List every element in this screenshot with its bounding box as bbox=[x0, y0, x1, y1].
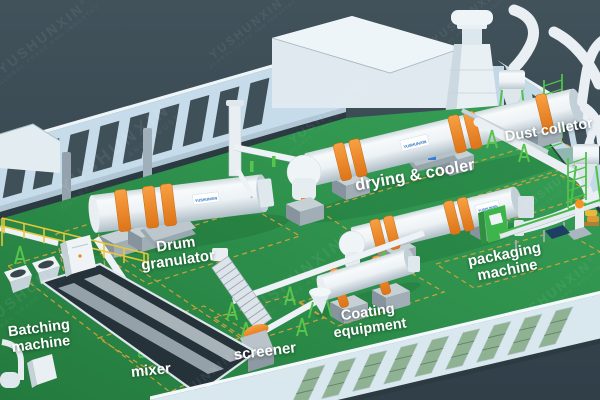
front-wall-window bbox=[537, 306, 574, 349]
ladder-rung bbox=[567, 193, 587, 201]
ladder-rung bbox=[543, 142, 563, 150]
packaging-machine-unit bbox=[478, 199, 600, 250]
screen-mesh-line bbox=[235, 290, 253, 303]
support-leg bbox=[226, 301, 238, 321]
bag-pallet bbox=[584, 210, 599, 226]
drum-brand-badge: YUSHUNXIN bbox=[478, 204, 499, 213]
front-wall bbox=[150, 289, 600, 400]
batching-hopper bbox=[32, 256, 60, 284]
coating-equipment-unit bbox=[308, 248, 420, 324]
screen-mesh-line bbox=[215, 261, 233, 274]
conveyor-beam bbox=[231, 230, 426, 304]
conveyor-beam bbox=[235, 168, 255, 198]
hanging-spout bbox=[272, 156, 276, 167]
ladder-rung bbox=[567, 184, 587, 192]
back-wall-window bbox=[242, 77, 270, 130]
batching-machine-unit bbox=[0, 217, 258, 396]
stacker-column bbox=[575, 206, 584, 236]
right-wall-window bbox=[592, 130, 600, 172]
screen-mesh-line bbox=[223, 273, 241, 286]
floor-mat bbox=[545, 225, 570, 239]
ladder-rung bbox=[567, 175, 587, 183]
conveyor-beam bbox=[233, 144, 303, 164]
front-wall-window bbox=[320, 357, 357, 400]
support-leg bbox=[284, 286, 296, 306]
coating-feed-hopper bbox=[308, 287, 332, 319]
cooler-discharge bbox=[518, 196, 534, 218]
front-wall-window bbox=[413, 335, 450, 378]
support-leg bbox=[296, 317, 308, 337]
back-wall-window bbox=[152, 103, 180, 156]
front-wall-window bbox=[506, 313, 543, 356]
pit-belt bbox=[84, 274, 246, 362]
conveyor-beam bbox=[0, 225, 59, 246]
drum-brand-badge: YUSHUNXIN bbox=[195, 196, 218, 203]
back-wall-window bbox=[122, 112, 150, 164]
left-gable-annex bbox=[0, 124, 60, 173]
zone-screener bbox=[212, 295, 326, 343]
dryer-drum-unit: YUSHUNXIN bbox=[286, 88, 584, 226]
stacker-cap bbox=[575, 199, 584, 209]
bagging-machine-side bbox=[478, 211, 487, 245]
back-wall bbox=[0, 43, 346, 212]
front-wall-window bbox=[444, 328, 481, 371]
coating-discharge bbox=[408, 256, 420, 272]
drum-brand-badge: YUSHUNXIN bbox=[403, 139, 427, 149]
pit-belt bbox=[58, 283, 224, 374]
conveyor-beam bbox=[262, 294, 326, 334]
screen-mesh-line bbox=[251, 313, 269, 326]
annex-building bbox=[271, 16, 463, 108]
front-wall-window bbox=[382, 342, 419, 385]
screen-mesh-line bbox=[239, 296, 257, 309]
cooler-drum-unit: YUSHUNXIN bbox=[338, 186, 534, 268]
ladder-rung bbox=[543, 79, 563, 87]
drum-granulator-unit: YUSHUNXIN bbox=[88, 174, 275, 258]
ladder-rung bbox=[543, 88, 563, 96]
overwall-pipes-back bbox=[508, 4, 600, 90]
front-wall-window bbox=[289, 364, 326, 400]
screen-mesh-line bbox=[227, 278, 245, 291]
screen-mesh-line bbox=[243, 301, 261, 314]
ladder-rung bbox=[567, 166, 587, 174]
front-wall-window bbox=[475, 320, 512, 363]
back-wall-skirting bbox=[0, 112, 346, 220]
left-edge-conveyor bbox=[0, 225, 59, 247]
ladder-rung bbox=[567, 157, 587, 165]
support-leg bbox=[486, 129, 498, 149]
zone-batching-pit bbox=[6, 239, 260, 393]
screen-mesh-line bbox=[219, 267, 237, 280]
back-wall-window bbox=[92, 120, 120, 173]
control-cabinet bbox=[60, 235, 96, 277]
floor-piping bbox=[0, 339, 57, 388]
shadow bbox=[299, 147, 591, 223]
dust-access-ladder bbox=[567, 152, 587, 210]
screen-mesh-line bbox=[247, 307, 265, 320]
left-gable-roof-edge bbox=[0, 123, 61, 142]
screen-mesh-line bbox=[231, 284, 249, 297]
support-leg bbox=[518, 143, 530, 163]
conveyor-beam bbox=[461, 108, 549, 154]
front-wall-window bbox=[351, 350, 388, 392]
screener-unit bbox=[211, 248, 274, 372]
support-leg bbox=[14, 245, 26, 265]
back-wall-window bbox=[182, 94, 210, 147]
chimney-stack bbox=[445, 10, 499, 116]
bucket-elevator bbox=[226, 100, 244, 177]
batching-hopper bbox=[4, 265, 32, 293]
hanging-spout bbox=[250, 161, 254, 172]
